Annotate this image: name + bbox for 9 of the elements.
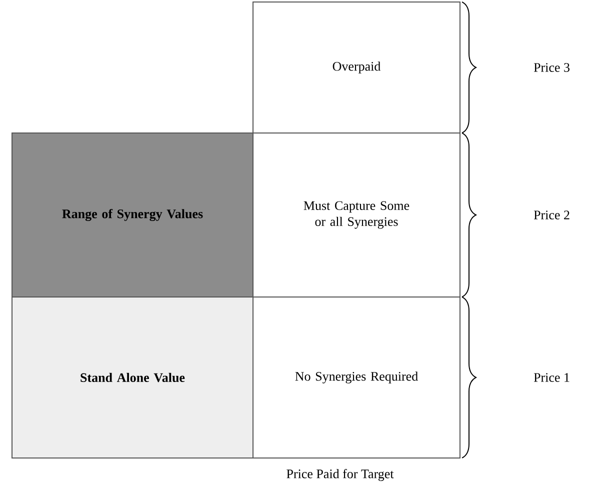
price-label: Price 3 — [534, 63, 570, 72]
caption: Price Paid for Target — [286, 469, 394, 481]
value-box: Stand Alone Value — [12, 296, 254, 458]
price-cell: No Synergies Required — [252, 296, 460, 458]
price-label: Price 2 — [534, 210, 570, 220]
price-cell: Overpaid — [252, 2, 460, 134]
value-box: Range of Synergy Values — [12, 132, 254, 298]
price-cell: Must Capture Some or all Synergies — [252, 132, 460, 298]
price-label: Price 1 — [534, 373, 570, 382]
